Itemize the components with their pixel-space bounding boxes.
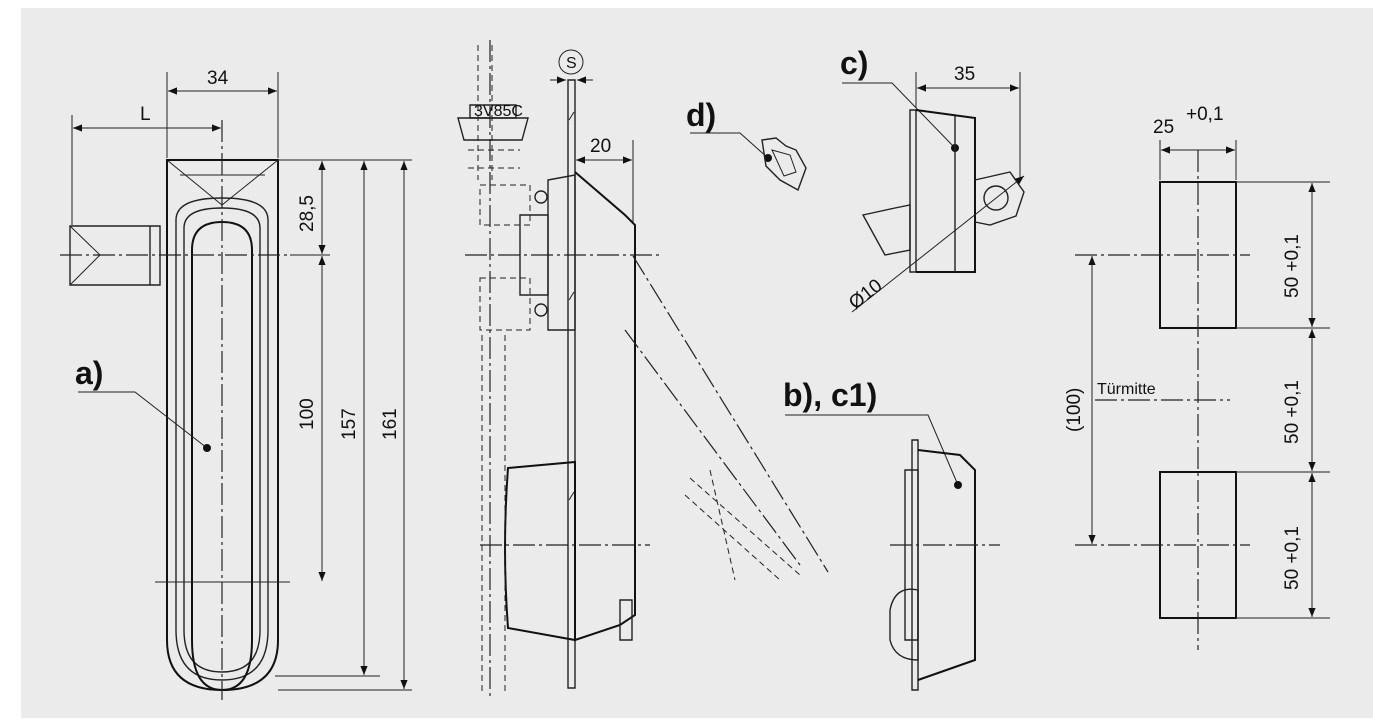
dim-top-28-5: 28,5 <box>297 195 318 232</box>
cutout-view <box>1075 140 1330 650</box>
label-d: d) <box>686 97 716 133</box>
dim-cutout-width: 25 <box>1153 117 1174 138</box>
dim-thickness-S: S <box>566 55 577 72</box>
svg-text:3V85C: 3V85C <box>474 103 523 120</box>
dim-body-157: 157 <box>339 408 360 440</box>
dim-depth-35: 35 <box>954 64 975 85</box>
detail-c <box>842 72 1025 313</box>
dim-cutout-width-tol: +0,1 <box>1186 104 1224 125</box>
side-view: 3V85C <box>457 40 829 700</box>
dim-cutout-height-2: 50 +0,1 <box>1282 380 1303 444</box>
label-c: c) <box>840 45 868 81</box>
detail-b <box>785 414 1000 691</box>
dim-depth-20: 20 <box>590 136 611 157</box>
dim-cutout-height-3: 50 +0,1 <box>1282 526 1303 590</box>
detail-d <box>690 132 807 192</box>
dim-total-161: 161 <box>380 408 401 440</box>
dim-diameter-10: Ø10 <box>845 275 886 314</box>
dim-pitch-100: 100 <box>297 398 318 430</box>
dim-offset-L: L <box>140 104 151 125</box>
label-b-c1: b), c1) <box>783 377 877 413</box>
dim-width-34: 34 <box>207 68 229 89</box>
front-view <box>60 72 412 700</box>
door-center-label: Türmitte <box>1097 381 1156 398</box>
key-stub <box>69 225 161 286</box>
drawing-panel <box>21 8 1373 718</box>
dim-cutout-span: (100) <box>1064 388 1085 432</box>
dim-cutout-height-1: 50 +0,1 <box>1282 234 1303 298</box>
label-a: a) <box>75 355 103 391</box>
